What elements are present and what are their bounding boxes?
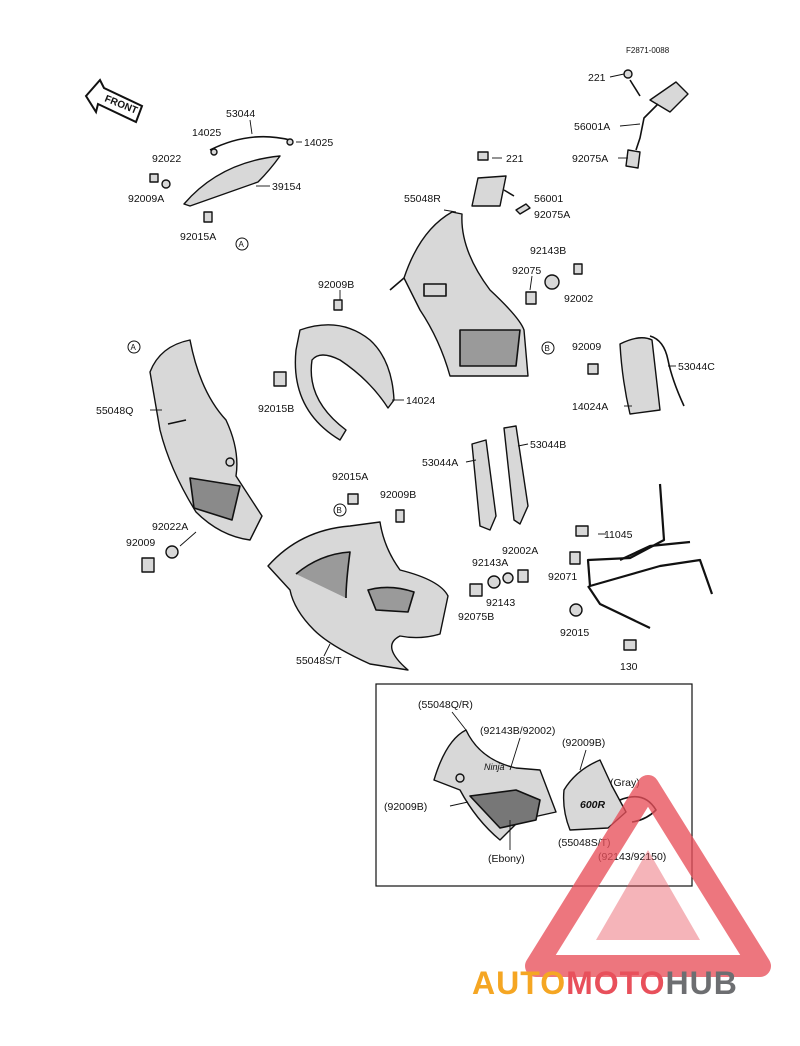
callout-a-mid-text: A <box>131 343 137 352</box>
callout-a-mid <box>127 340 141 354</box>
label-92022a: 92022A <box>152 521 188 533</box>
label-55048st: 55048S/T <box>296 655 342 667</box>
watermark-auto: AUTO <box>472 965 566 1001</box>
right-panel-drawing <box>587 335 685 415</box>
label-92009b-top: 92009B <box>318 279 354 291</box>
label-92015a-mid: 92015A <box>332 471 368 483</box>
callout-b-top <box>541 341 555 355</box>
inset-decal-600r: 600R <box>580 799 606 811</box>
label-55048r: 55048R <box>404 193 441 205</box>
label-92075: 92075 <box>512 265 541 277</box>
label-14025-right: 14025 <box>304 137 333 149</box>
label-39154: 39154 <box>272 181 301 193</box>
label-92075a-mid: 92075A <box>534 209 570 221</box>
bracket-drawing <box>569 483 714 651</box>
label-130: 130 <box>620 661 638 673</box>
watermark-logo <box>525 775 771 977</box>
label-53044: 53044 <box>226 108 255 120</box>
inset-label-92143b-92002: (92143B/92002) <box>480 725 555 737</box>
label-92009-right: 92009 <box>572 341 601 353</box>
label-92002: 92002 <box>564 293 593 305</box>
inner-panel-drawing <box>273 299 395 441</box>
label-92075b: 92075B <box>458 611 494 623</box>
label-92015b: 92015B <box>258 403 294 415</box>
label-53044c: 53044C <box>678 361 715 373</box>
watermark-triangle-icon <box>525 775 771 977</box>
watermark-moto: MOTO <box>566 965 665 1001</box>
inset-label-55048qr: (55048Q/R) <box>418 699 473 711</box>
callout-a-top-text: A <box>239 240 245 249</box>
label-53044b: 53044B <box>530 439 566 451</box>
label-92009-left: 92009 <box>126 537 155 549</box>
fasteners-group-1 <box>525 263 583 305</box>
label-14024a: 14024A <box>572 401 608 413</box>
front-arrow: FRONT <box>84 78 144 124</box>
fasteners-group-2 <box>141 545 179 573</box>
side-cowl-r-drawing <box>389 211 529 377</box>
inset-drawing <box>433 729 657 841</box>
label-92143b: 92143B <box>530 245 566 257</box>
callout-b-mid <box>333 503 347 517</box>
fasteners-group-3 <box>469 569 529 597</box>
svg-text:AUTOMOTOHUB: AUTOMOTOHUB <box>472 965 738 1001</box>
label-221-mid: 221 <box>506 153 524 165</box>
callout-a-top <box>235 237 249 251</box>
watermark-hub: HUB <box>665 965 737 1001</box>
label-56001a: 56001A <box>574 121 610 133</box>
label-92071: 92071 <box>548 571 577 583</box>
inset-label-92009b-right: (92009B) <box>562 737 605 749</box>
label-92022: 92022 <box>152 153 181 165</box>
strips-drawing <box>471 425 529 531</box>
mirror-right-drawing <box>623 69 689 169</box>
inset-label-gray: (Gray) <box>610 777 640 789</box>
label-53044a: 53044A <box>422 457 458 469</box>
label-92143a: 92143A <box>472 557 508 569</box>
label-92143: 92143 <box>486 597 515 609</box>
label-92015: 92015 <box>560 627 589 639</box>
label-92009a: 92009A <box>128 193 164 205</box>
inset-label-55048st: (55048S/T) <box>558 837 611 849</box>
inset-decal-ninja: Ninja <box>484 762 505 772</box>
inset-label-92009b-left: (92009B) <box>384 801 427 813</box>
label-221-top: 221 <box>588 72 606 84</box>
windscreen-drawing <box>149 135 294 223</box>
label-92015a-top: 92015A <box>180 231 216 243</box>
label-11045: 11045 <box>604 529 633 541</box>
side-cowl-q-drawing <box>149 339 263 541</box>
lower-cowl-drawing <box>267 493 449 671</box>
mirror-left-drawing <box>471 151 531 215</box>
label-92075a-top: 92075A <box>572 153 608 165</box>
callout-b-mid-text: B <box>337 506 342 515</box>
inset-label-ebony: (Ebony) <box>488 853 525 865</box>
label-55048q: 55048Q <box>96 405 133 417</box>
label-56001: 56001 <box>534 193 563 205</box>
label-14024: 14024 <box>406 395 435 407</box>
figure-code: F2871-0088 <box>626 46 670 55</box>
label-92002a: 92002A <box>502 545 538 557</box>
callout-b-top-text: B <box>545 344 550 353</box>
label-92009b-mid: 92009B <box>380 489 416 501</box>
label-14025-left: 14025 <box>192 127 221 139</box>
inset-box <box>375 683 693 887</box>
